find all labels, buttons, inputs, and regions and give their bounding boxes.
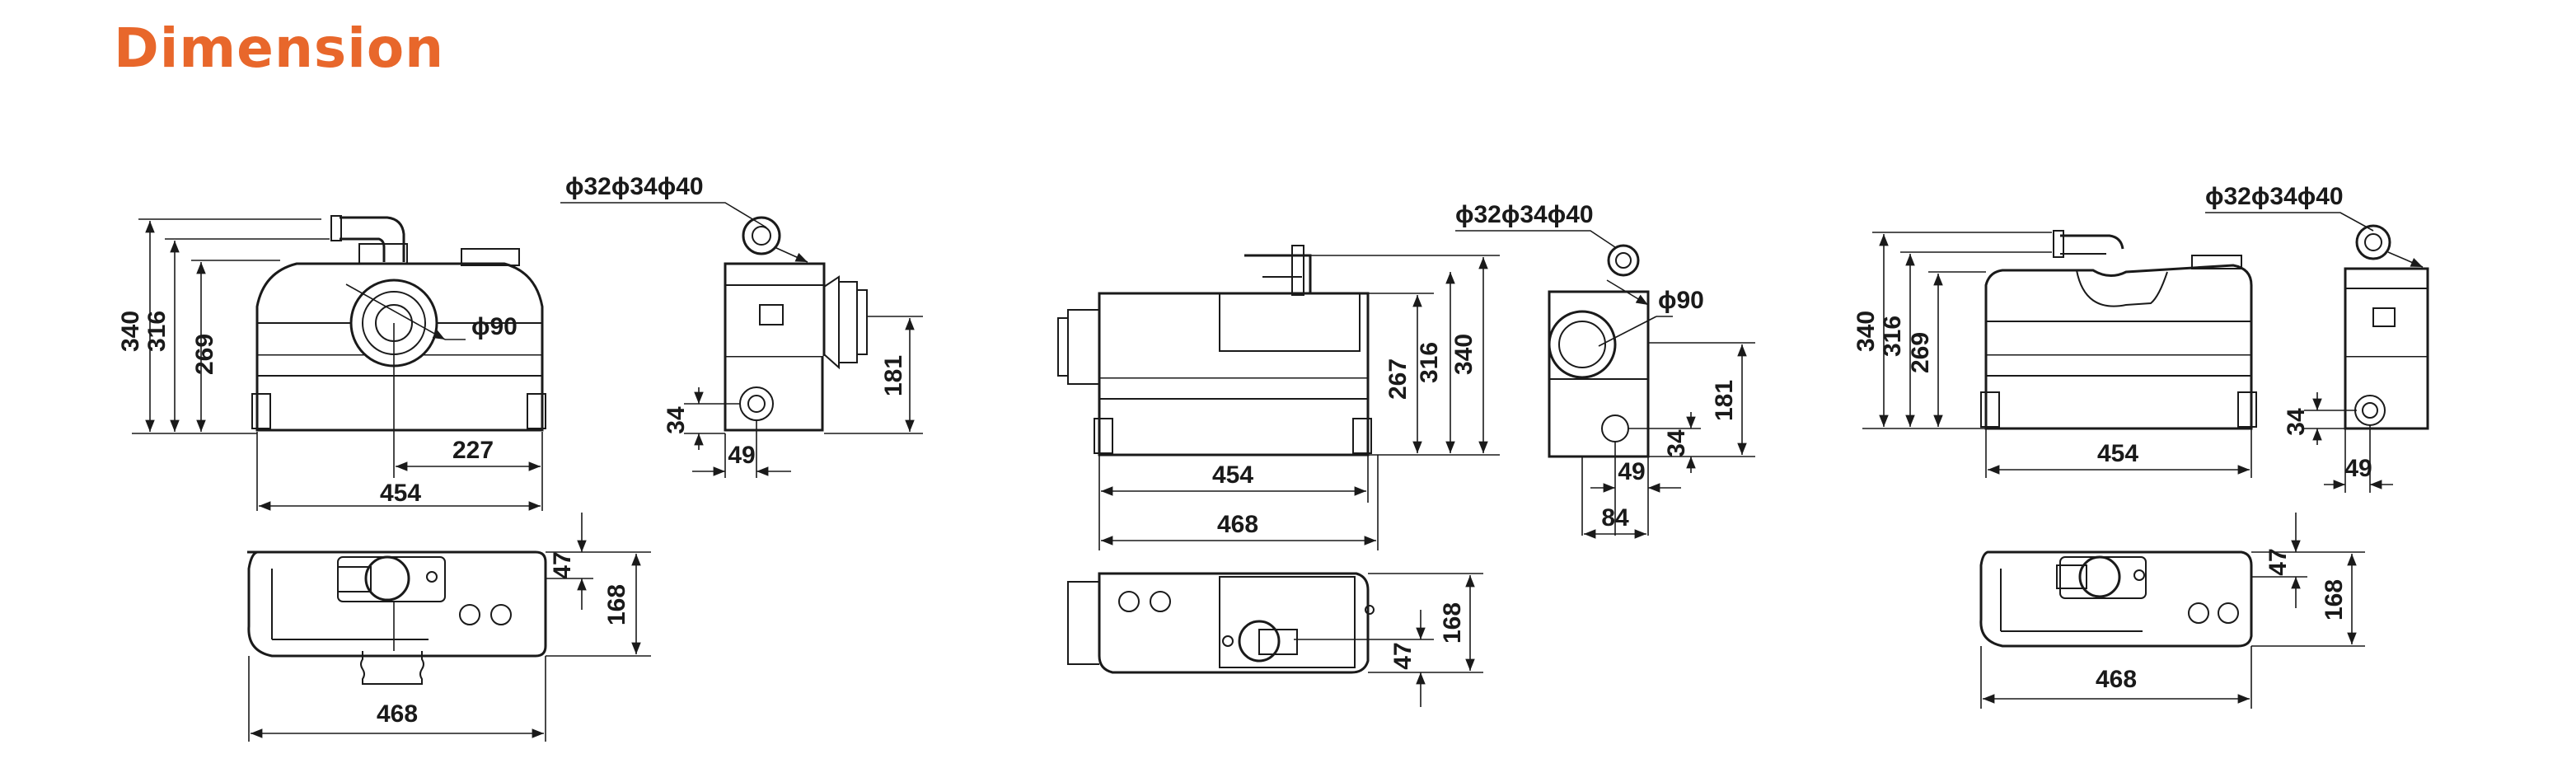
unit-2-front-d468: 468 (1217, 511, 1258, 538)
unit-1-side-d34: 34 (663, 406, 690, 434)
unit-1-side-inlet: ϕ32ϕ34ϕ40 (565, 173, 704, 200)
unit-1-top-view (247, 513, 651, 742)
unit-3-front-d316: 316 (1879, 316, 1906, 357)
unit-3-front-d269: 269 (1907, 332, 1934, 373)
unit-3-top-view (1979, 513, 2365, 709)
unit-1-top-d47: 47 (549, 551, 576, 578)
unit-2-front-d340: 340 (1450, 334, 1478, 375)
unit-2-front-d454: 454 (1212, 461, 1253, 489)
unit-2-top-view (1067, 572, 1483, 707)
unit-3-side-d49: 49 (2344, 455, 2372, 482)
unit-1-front-d340: 340 (117, 311, 144, 352)
unit-3-front-d454: 454 (2097, 440, 2138, 467)
unit-2-side-inlet: ϕ32ϕ34ϕ40 (1455, 201, 1594, 228)
unit-2-side-d84: 84 (1601, 504, 1629, 532)
unit-2-front-d267: 267 (1384, 358, 1412, 400)
unit-3-side-d34: 34 (2283, 408, 2310, 436)
unit-2-side-outlet: ϕ90 (1658, 287, 1704, 314)
unit-2-front-d316: 316 (1416, 342, 1443, 383)
unit-3-top-d468: 468 (2096, 666, 2137, 693)
unit-3-drawing: 340 316 269 454 ϕ32ϕ34ϕ40 34 (1852, 183, 2429, 709)
unit-3-top-d47: 47 (2265, 548, 2292, 575)
unit-2-top-d168: 168 (1439, 602, 1466, 644)
unit-1-front-d454: 454 (380, 480, 421, 507)
unit-1-side-view (560, 202, 923, 478)
unit-2-top-d47: 47 (1389, 642, 1417, 669)
unit-3-side-inlet: ϕ32ϕ34ϕ40 (2205, 183, 2344, 210)
unit-2-side-d34: 34 (1663, 429, 1690, 457)
unit-1-side-d181: 181 (880, 355, 907, 396)
unit-2-side-view (1455, 230, 1755, 539)
unit-1-top-d468: 468 (377, 700, 418, 728)
unit-1-front-d269: 269 (191, 334, 218, 375)
unit-3-front-d340: 340 (1852, 311, 1880, 352)
unit-1-front-view (132, 215, 546, 511)
unit-3-side-view (2205, 212, 2429, 493)
unit-3-top-d168: 168 (2321, 579, 2348, 620)
unit-3-front-view (1862, 230, 2257, 478)
unit-1-front-d316: 316 (143, 311, 171, 352)
unit-2-front-view (1057, 245, 1500, 550)
unit-1-drawing: 340 316 269 ϕ90 227 454 (117, 173, 923, 742)
unit-1-top-d168: 168 (603, 584, 630, 625)
page-title: Dimension (114, 16, 445, 80)
unit-1-side-d49: 49 (728, 442, 755, 469)
unit-1-front-outlet: ϕ90 (471, 313, 518, 340)
unit-2-drawing: 267 316 340 454 468 (1057, 201, 1755, 707)
unit-2-side-d49: 49 (1618, 458, 1645, 485)
unit-1-front-d227: 227 (452, 437, 494, 464)
unit-2-side-d181: 181 (1711, 380, 1738, 421)
